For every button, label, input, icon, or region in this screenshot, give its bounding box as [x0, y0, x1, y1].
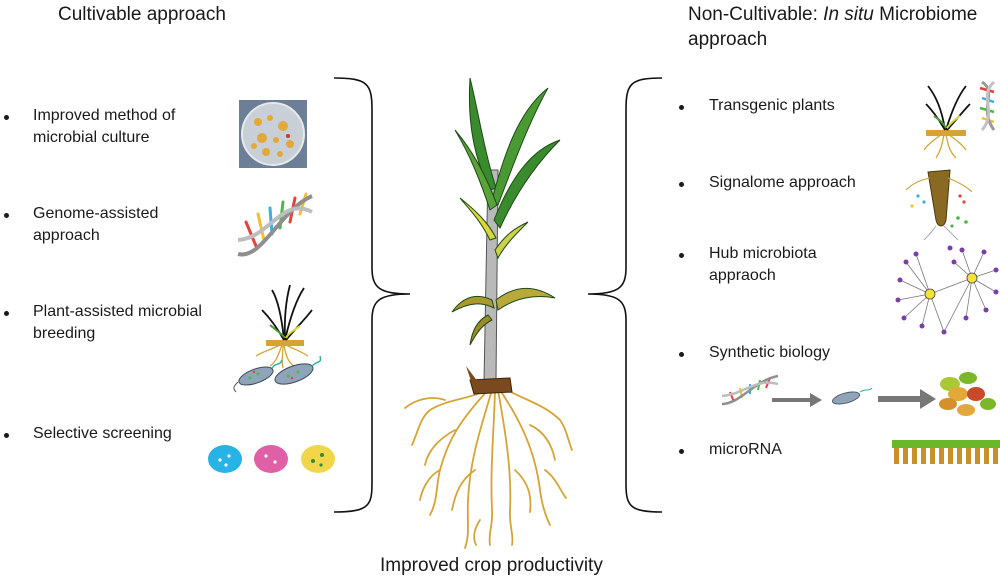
bullet [4, 311, 9, 316]
left-item-line: breeding [33, 325, 96, 342]
right-heading: Non-Cultivable: In situ Microbiome appro… [688, 2, 977, 52]
bullet [679, 253, 684, 258]
left-item-line: Selective screening [33, 425, 172, 442]
left-item-line: approach [33, 227, 100, 244]
cell-cluster-icon [939, 372, 996, 416]
right-heading-italic: In situ [823, 4, 874, 25]
left-item-breeding: Plant-assisted microbial breeding [33, 301, 202, 345]
footer-caption: Improved crop productivity [380, 555, 603, 576]
bullet [4, 213, 9, 218]
right-heading-line2: approach [688, 29, 768, 50]
right-item-line: Hub microbiota [709, 245, 817, 262]
right-item-line: Transgenic plants [709, 97, 835, 114]
arrow-icon [878, 389, 936, 409]
right-item-line: Synthetic biology [709, 344, 830, 361]
right-item-synthetic: Synthetic biology [709, 342, 830, 364]
bullet [679, 352, 684, 357]
right-item-line: microRNA [709, 441, 782, 458]
plant-roots [404, 387, 573, 549]
right-heading-suffix: Microbiome [873, 4, 978, 25]
bullet [4, 115, 9, 120]
left-item-line: Improved method of [33, 107, 176, 124]
right-item-line: Signalome approach [709, 174, 856, 191]
right-item-microrna: microRNA [709, 439, 782, 461]
left-item-culture: Improved method of microbial culture [33, 105, 175, 149]
right-item-transgenic: Transgenic plants [709, 95, 835, 117]
bacterium-icon [832, 391, 860, 405]
left-item-line: Genome-assisted [33, 205, 159, 222]
right-item-signalome: Signalome approach [709, 172, 856, 194]
left-item-genome: Genome-assisted approach [33, 203, 158, 247]
bullet [679, 105, 684, 110]
bullet [679, 182, 684, 187]
plant-crown-spike [466, 366, 478, 384]
arrow-icon [772, 393, 822, 407]
right-heading-prefix: Non-Cultivable: [688, 4, 824, 25]
left-heading: Cultivable approach [58, 4, 226, 25]
plant-leaves [451, 77, 561, 346]
bullet [4, 433, 9, 438]
bullet [679, 449, 684, 454]
left-item-line: Plant-assisted microbial [33, 303, 202, 320]
left-item-line: microbial culture [33, 129, 150, 146]
right-item-line: appraoch [709, 267, 776, 284]
plant-root-crown [469, 377, 513, 395]
left-item-screening: Selective screening [33, 423, 172, 445]
right-item-hub: Hub microbiota appraoch [709, 243, 817, 287]
